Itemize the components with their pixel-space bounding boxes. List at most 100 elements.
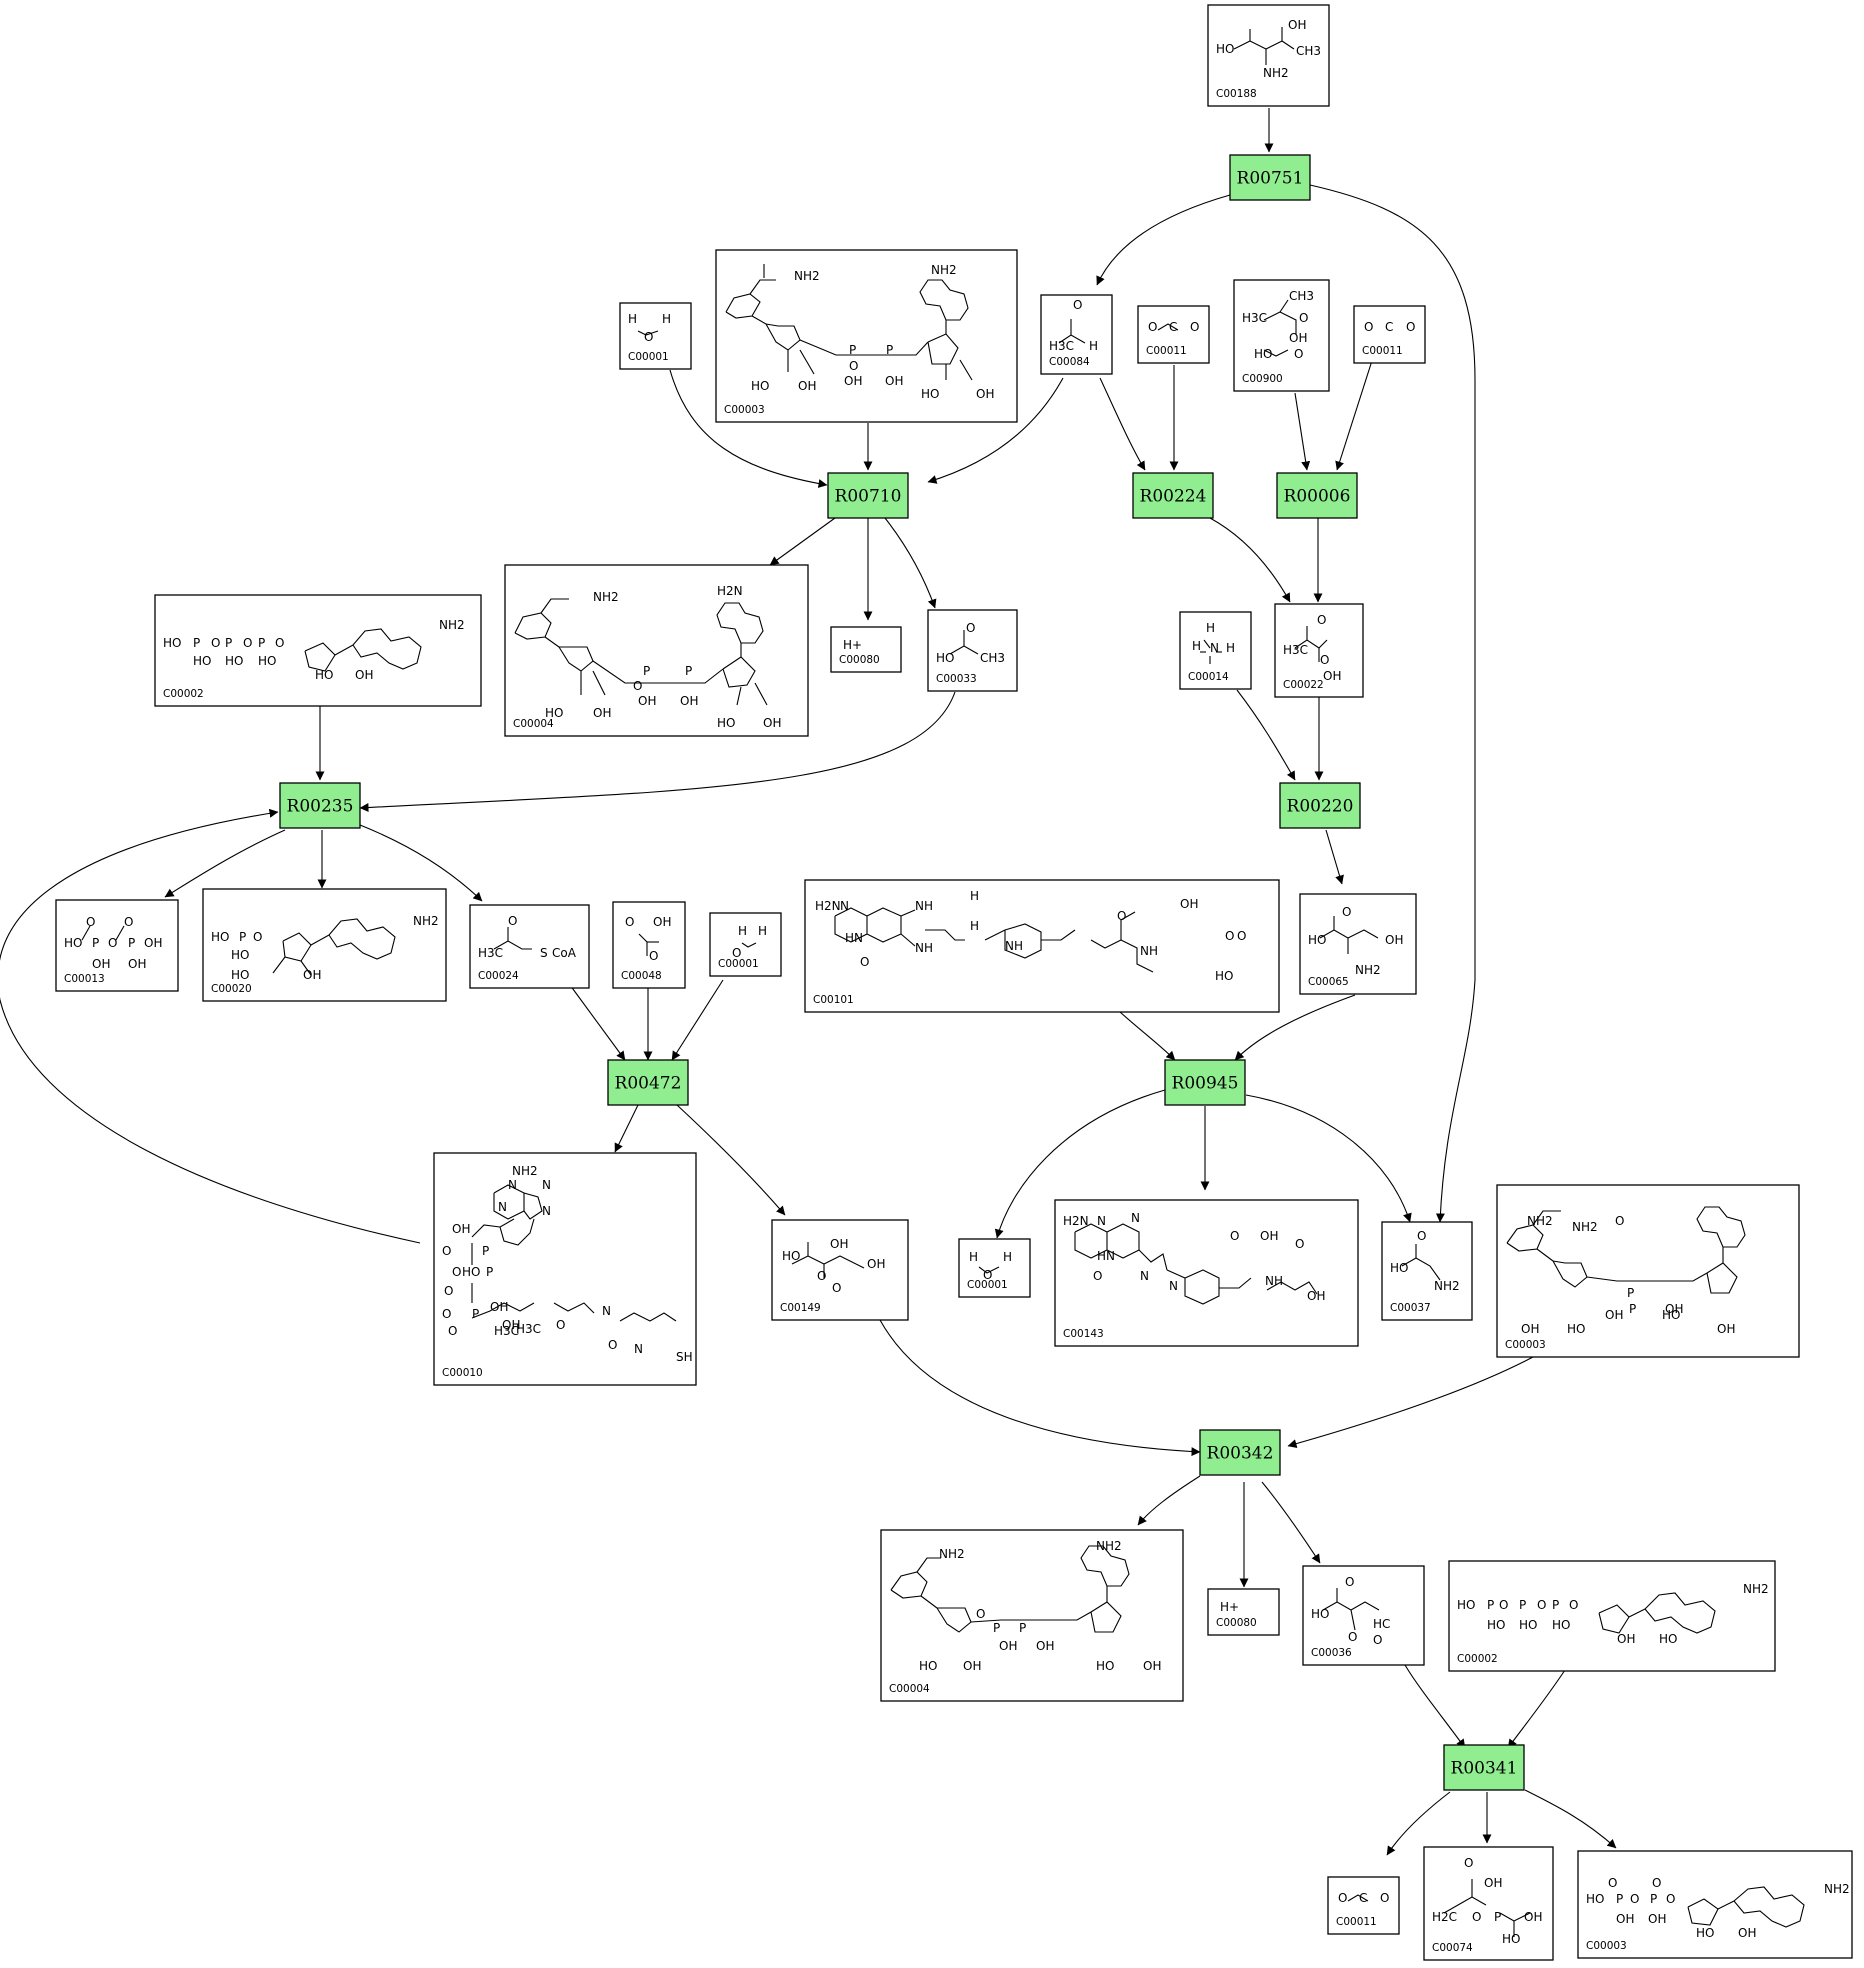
atom-label: P — [482, 1244, 489, 1258]
reaction-node[interactable]: R00006 — [1276, 472, 1358, 519]
atom-label: OH — [1385, 933, 1403, 947]
atom-label: HO — [1502, 1932, 1520, 1946]
compound-id: C00001 — [718, 958, 759, 970]
atom-label: O — [442, 1244, 451, 1258]
atom-label: OH — [1143, 1659, 1161, 1673]
edge — [359, 824, 483, 902]
atom-label: OH — [1288, 18, 1306, 32]
edge — [994, 1089, 1166, 1239]
atom-label: OH — [452, 1222, 470, 1236]
reaction-node[interactable]: R00341 — [1443, 1744, 1525, 1791]
atom-label: H+ — [843, 638, 862, 652]
atom-label: HO — [545, 706, 563, 720]
reaction-node[interactable]: R00472 — [607, 1059, 689, 1106]
compound-id: C00020 — [211, 983, 252, 995]
atom-label: OH — [1484, 1876, 1502, 1890]
compound-id: C00010 — [442, 1367, 483, 1379]
atom-label: H3C — [516, 1322, 541, 1336]
atom-label: O — [124, 915, 133, 929]
atom-label: O — [1364, 320, 1373, 334]
atom-label: HO — [1215, 969, 1233, 983]
edge — [879, 1319, 1201, 1457]
atom-label: O — [1569, 1598, 1578, 1612]
atom-label: O — [1117, 909, 1126, 923]
atom-label: O — [1338, 1891, 1347, 1905]
structure-drawing — [791, 1242, 865, 1278]
atom-label: N — [542, 1178, 551, 1192]
atom-label: OH — [303, 968, 321, 982]
reaction-node[interactable]: R00710 — [827, 472, 909, 519]
compound-id: C00036 — [1311, 1647, 1352, 1659]
reaction-node[interactable]: R00235 — [279, 782, 361, 829]
atom-label: O — [1417, 1229, 1426, 1243]
reaction-node[interactable]: R00220 — [1279, 782, 1361, 829]
atom-label: N — [1169, 1279, 1178, 1293]
atom-label: O — [608, 1338, 617, 1352]
atom-label: OH — [1524, 1910, 1542, 1924]
atom-label: O — [1373, 1633, 1382, 1647]
atom-label: P — [1650, 1892, 1657, 1906]
compound-node[interactable]: H+C00080 — [830, 626, 902, 673]
atom-label: HO — [1311, 1607, 1329, 1621]
atom-label: NH2 — [939, 1547, 965, 1561]
reaction-node[interactable]: R00342 — [1199, 1429, 1281, 1476]
atom-label: HN — [845, 931, 863, 945]
atom-label: HO — [211, 930, 229, 944]
atom-label: NH2 — [1434, 1279, 1460, 1293]
atom-label: O — [1608, 1876, 1617, 1890]
compound-id: C00065 — [1308, 976, 1349, 988]
edge — [1119, 1011, 1176, 1061]
atom-label: OH — [830, 1237, 848, 1251]
atom-label: N — [498, 1200, 507, 1214]
atom-label: H — [970, 889, 979, 903]
atom-label: O — [860, 955, 869, 969]
atom-label: OH — [963, 1659, 981, 1673]
atom-label: O — [1320, 653, 1329, 667]
atom-label: O — [1348, 1630, 1357, 1644]
reaction-node[interactable]: R00224 — [1132, 472, 1214, 519]
atom-label: P — [886, 343, 893, 357]
compound-id: C00149 — [780, 1302, 821, 1314]
atom-label: NH2 — [931, 263, 957, 277]
reaction-node[interactable]: R00945 — [1164, 1059, 1246, 1106]
atom-label: NH2 — [512, 1164, 538, 1178]
atom-label: HO — [1567, 1322, 1585, 1336]
structure-drawing — [1200, 639, 1222, 664]
atom-label: O — [1345, 1575, 1354, 1589]
edge — [669, 369, 828, 488]
compound-node[interactable]: H+C00080 — [1207, 1588, 1280, 1636]
reaction-node[interactable]: R00751 — [1229, 154, 1311, 201]
